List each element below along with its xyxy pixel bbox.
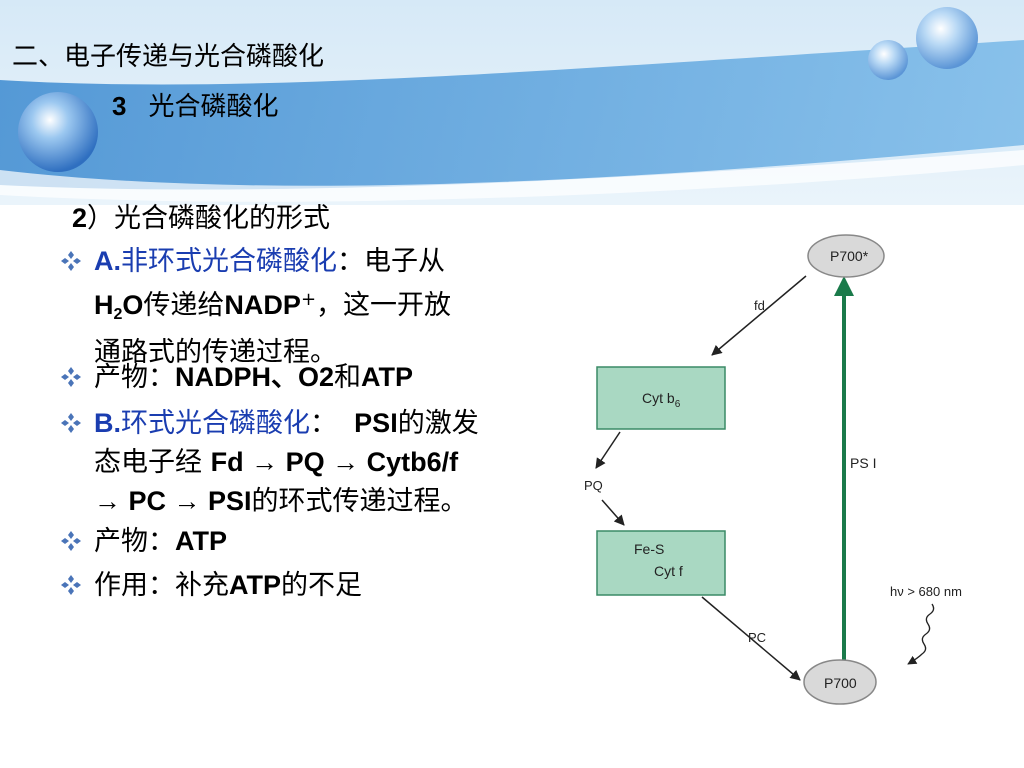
bullet-value: PSI [354,408,398,438]
bullet-text: 态电子经 [94,447,211,478]
bullet-text: 的环式传递过程。 [251,486,468,517]
section-heading: 2）光合磷酸化的形式 [72,196,330,235]
page-title: 二、电子传递与光合磷酸化 [12,42,325,72]
cytb6-box [596,366,726,430]
cytf-box [596,530,726,596]
subtitle: 3 光合磷酸化 [112,86,278,123]
formula-part: O [122,290,144,320]
diamond-bullet-icon [61,575,81,595]
bullet-text: ： [310,408,355,439]
cyclic-flow-diagram: PS I P700* fd Cyt b6 PQ Fe-S Cyt f PC P7… [584,234,962,705]
decor-orb-large [18,92,98,172]
fd-label: fd [754,298,765,313]
subtitle-number: 3 [112,91,127,121]
p700-label: P700 [824,675,857,691]
diamond-bullet-icon [61,413,81,433]
light-label: hν > 680 nm [890,584,962,599]
p700-star-label: P700* [830,248,869,264]
formula-part: NADP [224,290,301,320]
pq-arrow-out [601,499,625,526]
bullet-text: 传递给 [143,290,225,321]
bullet-label: 作用：补充 [94,570,229,601]
bullet-text: 的激发 [397,408,479,439]
section-number: 2 [72,203,88,233]
section-title: ）光合磷酸化的形式 [87,203,331,234]
bullet-lead: A. [94,246,121,276]
pc-arrow [701,596,801,681]
term-highlight: 非环式光合磷酸化 [121,246,337,277]
pq-arrow-in [595,431,621,469]
pq-label: PQ [584,478,603,493]
pc-label: PC [748,630,766,645]
header-banner [0,0,1024,205]
bullet-value: → PC → PSI [94,486,252,516]
p700-node [803,659,877,705]
light-wave-icon [907,603,935,665]
diamond-bullet-icon [61,367,81,387]
bullet-value: ATP [229,570,281,600]
superscript: + [300,289,317,310]
term-highlight: 环式光合磷酸化 [121,408,310,439]
bullet-label: 产物： [94,362,175,393]
diamond-bullet-icon [61,251,81,271]
cytb6-label: Cyt b6 [642,390,681,410]
fes-label: Fe-S [634,541,664,557]
bullet-text: 通路式的传递过程。 [94,337,337,368]
bullet-text: ，这一开放 [316,290,452,321]
p700-star-node [807,234,885,278]
bullet-value: ATP [175,526,227,556]
fd-arrow [711,275,807,356]
diamond-bullet-icon [61,531,81,551]
bullet-value: NADPH、O2 [175,362,335,392]
bullet-text: 和 [334,362,362,393]
subtitle-text: 光合磷酸化 [148,92,279,122]
formula-part: H [94,290,114,320]
decor-orb-right [916,7,978,69]
subscript: 2 [113,306,123,323]
psi-label: PS I [850,455,876,471]
bullet-value: ATP [361,362,414,392]
bullet-label: 产物： [94,526,175,557]
bullet-text: ：电子从 [337,246,445,277]
decor-orb-small [868,40,908,80]
bullet-value: Fd → PQ → Cytb6/f [210,447,459,477]
cytf-label: Cyt f [654,563,683,579]
bullet-lead: B. [94,408,121,438]
bullet-text: 的不足 [281,570,362,601]
